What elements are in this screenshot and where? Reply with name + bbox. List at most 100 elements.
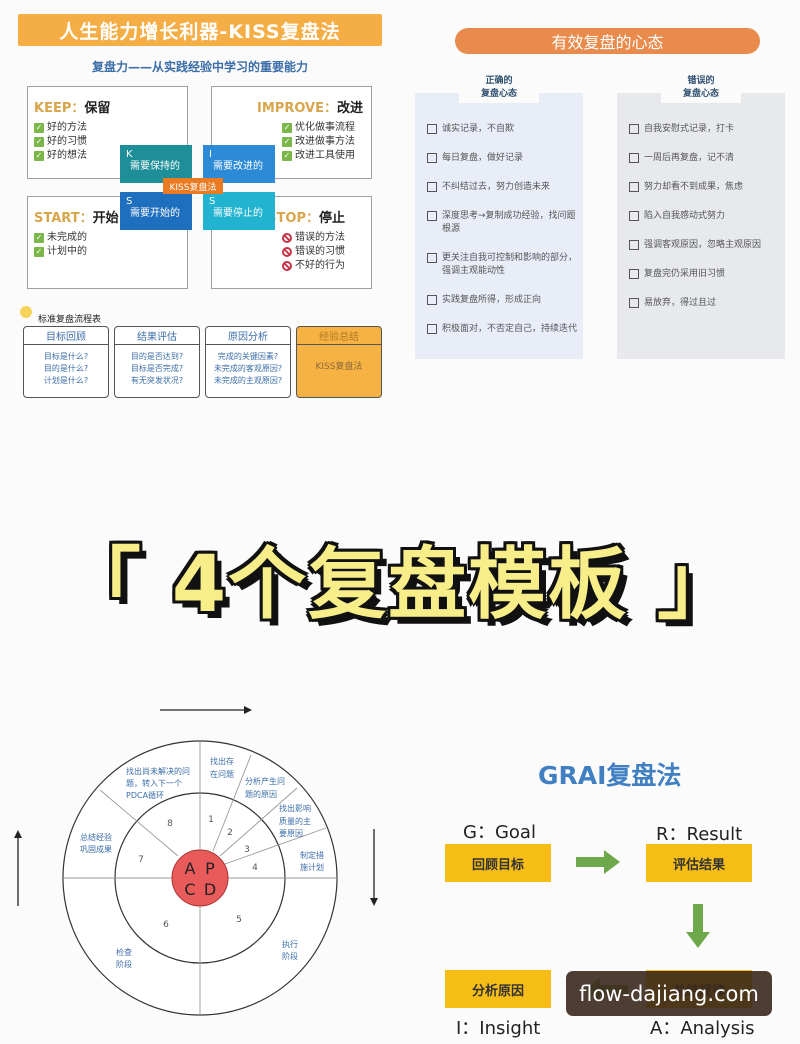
svg-text:A: A (185, 859, 196, 878)
check-icon: ✓ (282, 137, 292, 147)
check-icon: ✓ (34, 151, 44, 161)
arrow-right-icon (576, 850, 620, 874)
check-icon: ✓ (34, 247, 44, 257)
pdca-wheel-diagram: A P C D 1 2 3 4 5 6 7 8 找出存 在问题 分析产生问 题的… (14, 706, 378, 1016)
checkbox-icon (629, 240, 639, 250)
good-mindset-column: 正确的复盘心态 诚实记录，不自欺 每日复盘，做好记录 不纠结过去，努力创造未来 … (415, 73, 583, 359)
flow-line: 目标是什么? (43, 352, 89, 361)
mindset-item: 实践复盘所得，形成正向 (427, 294, 577, 307)
kiss-subtitle: 复盘力——从实践经验中学习的重要能力 (91, 60, 308, 74)
headline: 「 4个复盘模板 」 (62, 540, 738, 630)
tile-label: 需要开始的 (130, 208, 180, 219)
flow-column-head: 结果评估 (115, 327, 199, 345)
flow-column: 目标回顾 目标是什么?目的是什么?计划是什么? (23, 326, 109, 398)
checkbox-icon (427, 253, 437, 263)
svg-text:在问题: 在问题 (210, 769, 234, 779)
start-zh: 开始 (92, 211, 119, 226)
tile-letter: S (209, 196, 216, 207)
checkbox-icon (427, 324, 437, 334)
svg-text:2: 2 (227, 828, 233, 838)
flow-line: 目的是否达到? (130, 352, 184, 361)
flow-column-head: 目标回顾 (24, 327, 108, 345)
mindset-item: 每日复盘，做好记录 (427, 152, 577, 165)
mindset-item: 不纠结过去，努力创造未来 (427, 181, 577, 194)
keep-item: ✓好的方法 (34, 121, 87, 135)
mindset-item-label: 易放弃，得过且过 (644, 298, 717, 308)
flow-column-highlight: 经验总结 KISS复盘法 (296, 326, 382, 398)
stop-item-label: 错误的习惯 (295, 246, 345, 257)
keep-quadrant: KEEP：保留 ✓好的方法 ✓好的习惯 ✓好的想法 (27, 86, 188, 179)
svg-text:质量的主: 质量的主 (279, 816, 311, 826)
svg-text:C: C (184, 880, 195, 899)
svg-text:总结经验: 总结经验 (80, 832, 112, 842)
svg-text:巩固成果: 巩固成果 (80, 844, 112, 854)
mindset-item: 自我安慰式记录，打卡 (629, 123, 779, 136)
start-item: ✓未完成的 (34, 231, 87, 245)
arrow-right-icon (244, 706, 252, 714)
svg-text:阶段: 阶段 (282, 951, 298, 961)
checkbox-icon (427, 124, 437, 134)
stop-en: STOP： (267, 211, 319, 226)
grai-step-box: 分析原因 (445, 970, 551, 1008)
mindset-item-label: 一周后再复盘，记不清 (644, 153, 735, 163)
keep-item: ✓好的想法 (34, 149, 87, 163)
mindset-item: 努力却看不到成果，焦虑 (629, 181, 779, 194)
check-icon: ✓ (34, 137, 44, 147)
tile-label: 需要停止的 (213, 208, 263, 219)
keep-item: ✓好的习惯 (34, 135, 87, 149)
arrow-down-icon (686, 904, 710, 948)
checkbox-icon (427, 211, 437, 221)
head-line: 复盘心态 (682, 89, 719, 99)
mindset-item-label: 积极面对，不否定自己，持续迭代 (442, 324, 578, 334)
svg-text:5: 5 (236, 915, 242, 925)
svg-text:7: 7 (138, 855, 144, 865)
mindset-item-label: 诚实记录，不自欺 (442, 124, 515, 134)
svg-text:6: 6 (163, 920, 169, 930)
flow-column-head: 原因分析 (206, 327, 290, 345)
improve-item-label: 改进工具使用 (295, 150, 355, 161)
kiss-title: 人生能力增长利器-KISS复盘法 (18, 14, 382, 46)
arrow-down-icon (370, 898, 378, 906)
flow-column-head: 经验总结 (297, 327, 381, 345)
svg-text:制定措: 制定措 (300, 850, 324, 860)
checkbox-icon (629, 153, 639, 163)
stop-item: 错误的方法 (282, 231, 345, 245)
keep-en: KEEP： (34, 101, 85, 116)
svg-text:要原因: 要原因 (279, 829, 303, 838)
tile-letter: S (126, 196, 133, 207)
lightbulb-icon (20, 306, 32, 318)
mindset-item-label: 更关注自我可控制和影响的部分，强调主观能动性 (442, 253, 578, 276)
check-icon: ✓ (34, 233, 44, 243)
head-line: 正确的 (485, 76, 513, 86)
arrow-up-icon (14, 830, 22, 838)
flow-column: 原因分析 完成的关键因素?未完成的客观原因?未完成的主观原因? (205, 326, 291, 398)
tile-letter: I (209, 149, 212, 160)
start-en: START： (34, 211, 93, 226)
checkbox-icon (629, 124, 639, 134)
svg-text:检查: 检查 (116, 947, 132, 957)
svg-text:题的原因: 题的原因 (245, 789, 277, 799)
good-mindset-head: 正确的复盘心态 (459, 73, 539, 103)
head-line: 错误的 (687, 76, 715, 86)
grai-step-box: 回顾目标 (445, 844, 551, 882)
mindset-item: 诚实记录，不自欺 (427, 123, 577, 136)
flow-line: 计划是什么? (43, 376, 89, 385)
improve-item-label: 优化做事流程 (295, 122, 355, 133)
svg-text:阶段: 阶段 (116, 959, 132, 969)
svg-text:找出影响: 找出影响 (279, 803, 311, 813)
svg-text:分析产生问: 分析产生问 (245, 776, 285, 786)
start-item-label: 未完成的 (47, 232, 87, 243)
mindset-item-label: 深度思考→复制成功经验，找问题根源 (442, 211, 576, 234)
checkbox-icon (629, 298, 639, 308)
mindset-item-label: 努力却看不到成果，焦虑 (644, 182, 744, 192)
svg-text:D: D (204, 880, 216, 899)
tile-label: 需要保持的 (130, 161, 180, 172)
grai-step-label: I：Insight (456, 1018, 541, 1039)
mindset-item-label: 不纠结过去，努力创造未来 (442, 182, 551, 192)
mindset-item: 深度思考→复制成功经验，找问题根源 (427, 210, 577, 236)
stop-item-label: 错误的方法 (295, 232, 345, 243)
mindset-item: 陷入自我感动式努力 (629, 210, 779, 223)
watermark: flow-dajiang.com (566, 971, 772, 1016)
head-line: 复盘心态 (480, 89, 517, 99)
